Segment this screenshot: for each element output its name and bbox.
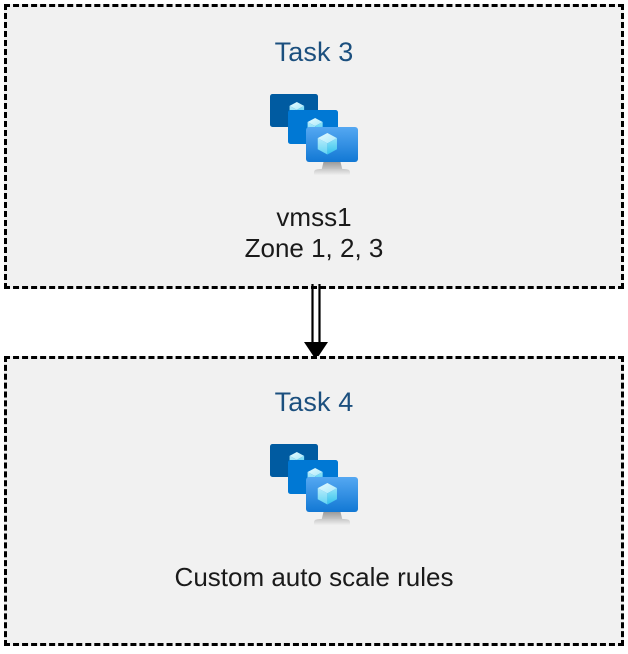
task-title: Task 3 — [274, 37, 354, 67]
vm-scale-set-icon-wrap — [262, 438, 366, 534]
caption-line-1: vmss1 — [276, 202, 352, 232]
flow-arrow — [304, 284, 328, 360]
monitor-front-layer — [306, 477, 358, 512]
task-box-task-4[interactable]: Task 4 — [4, 356, 624, 646]
caption-line-1: Custom auto scale rules — [174, 562, 454, 592]
monitor-front-layer — [306, 127, 358, 162]
monitor-stand — [314, 510, 350, 525]
task-title: Task 4 — [274, 387, 354, 417]
monitor-stand — [314, 160, 350, 175]
vm-scale-set-icon — [270, 94, 358, 175]
task-caption: vmss1 Zone 1, 2, 3 — [245, 202, 384, 263]
caption-line-2: Zone 1, 2, 3 — [244, 232, 384, 263]
vm-scale-set-icon-wrap — [262, 88, 366, 184]
vm-scale-set-icon — [270, 444, 358, 525]
task-caption: Custom auto scale rules — [175, 562, 454, 593]
task-box-task-3[interactable]: Task 3 — [4, 4, 624, 289]
